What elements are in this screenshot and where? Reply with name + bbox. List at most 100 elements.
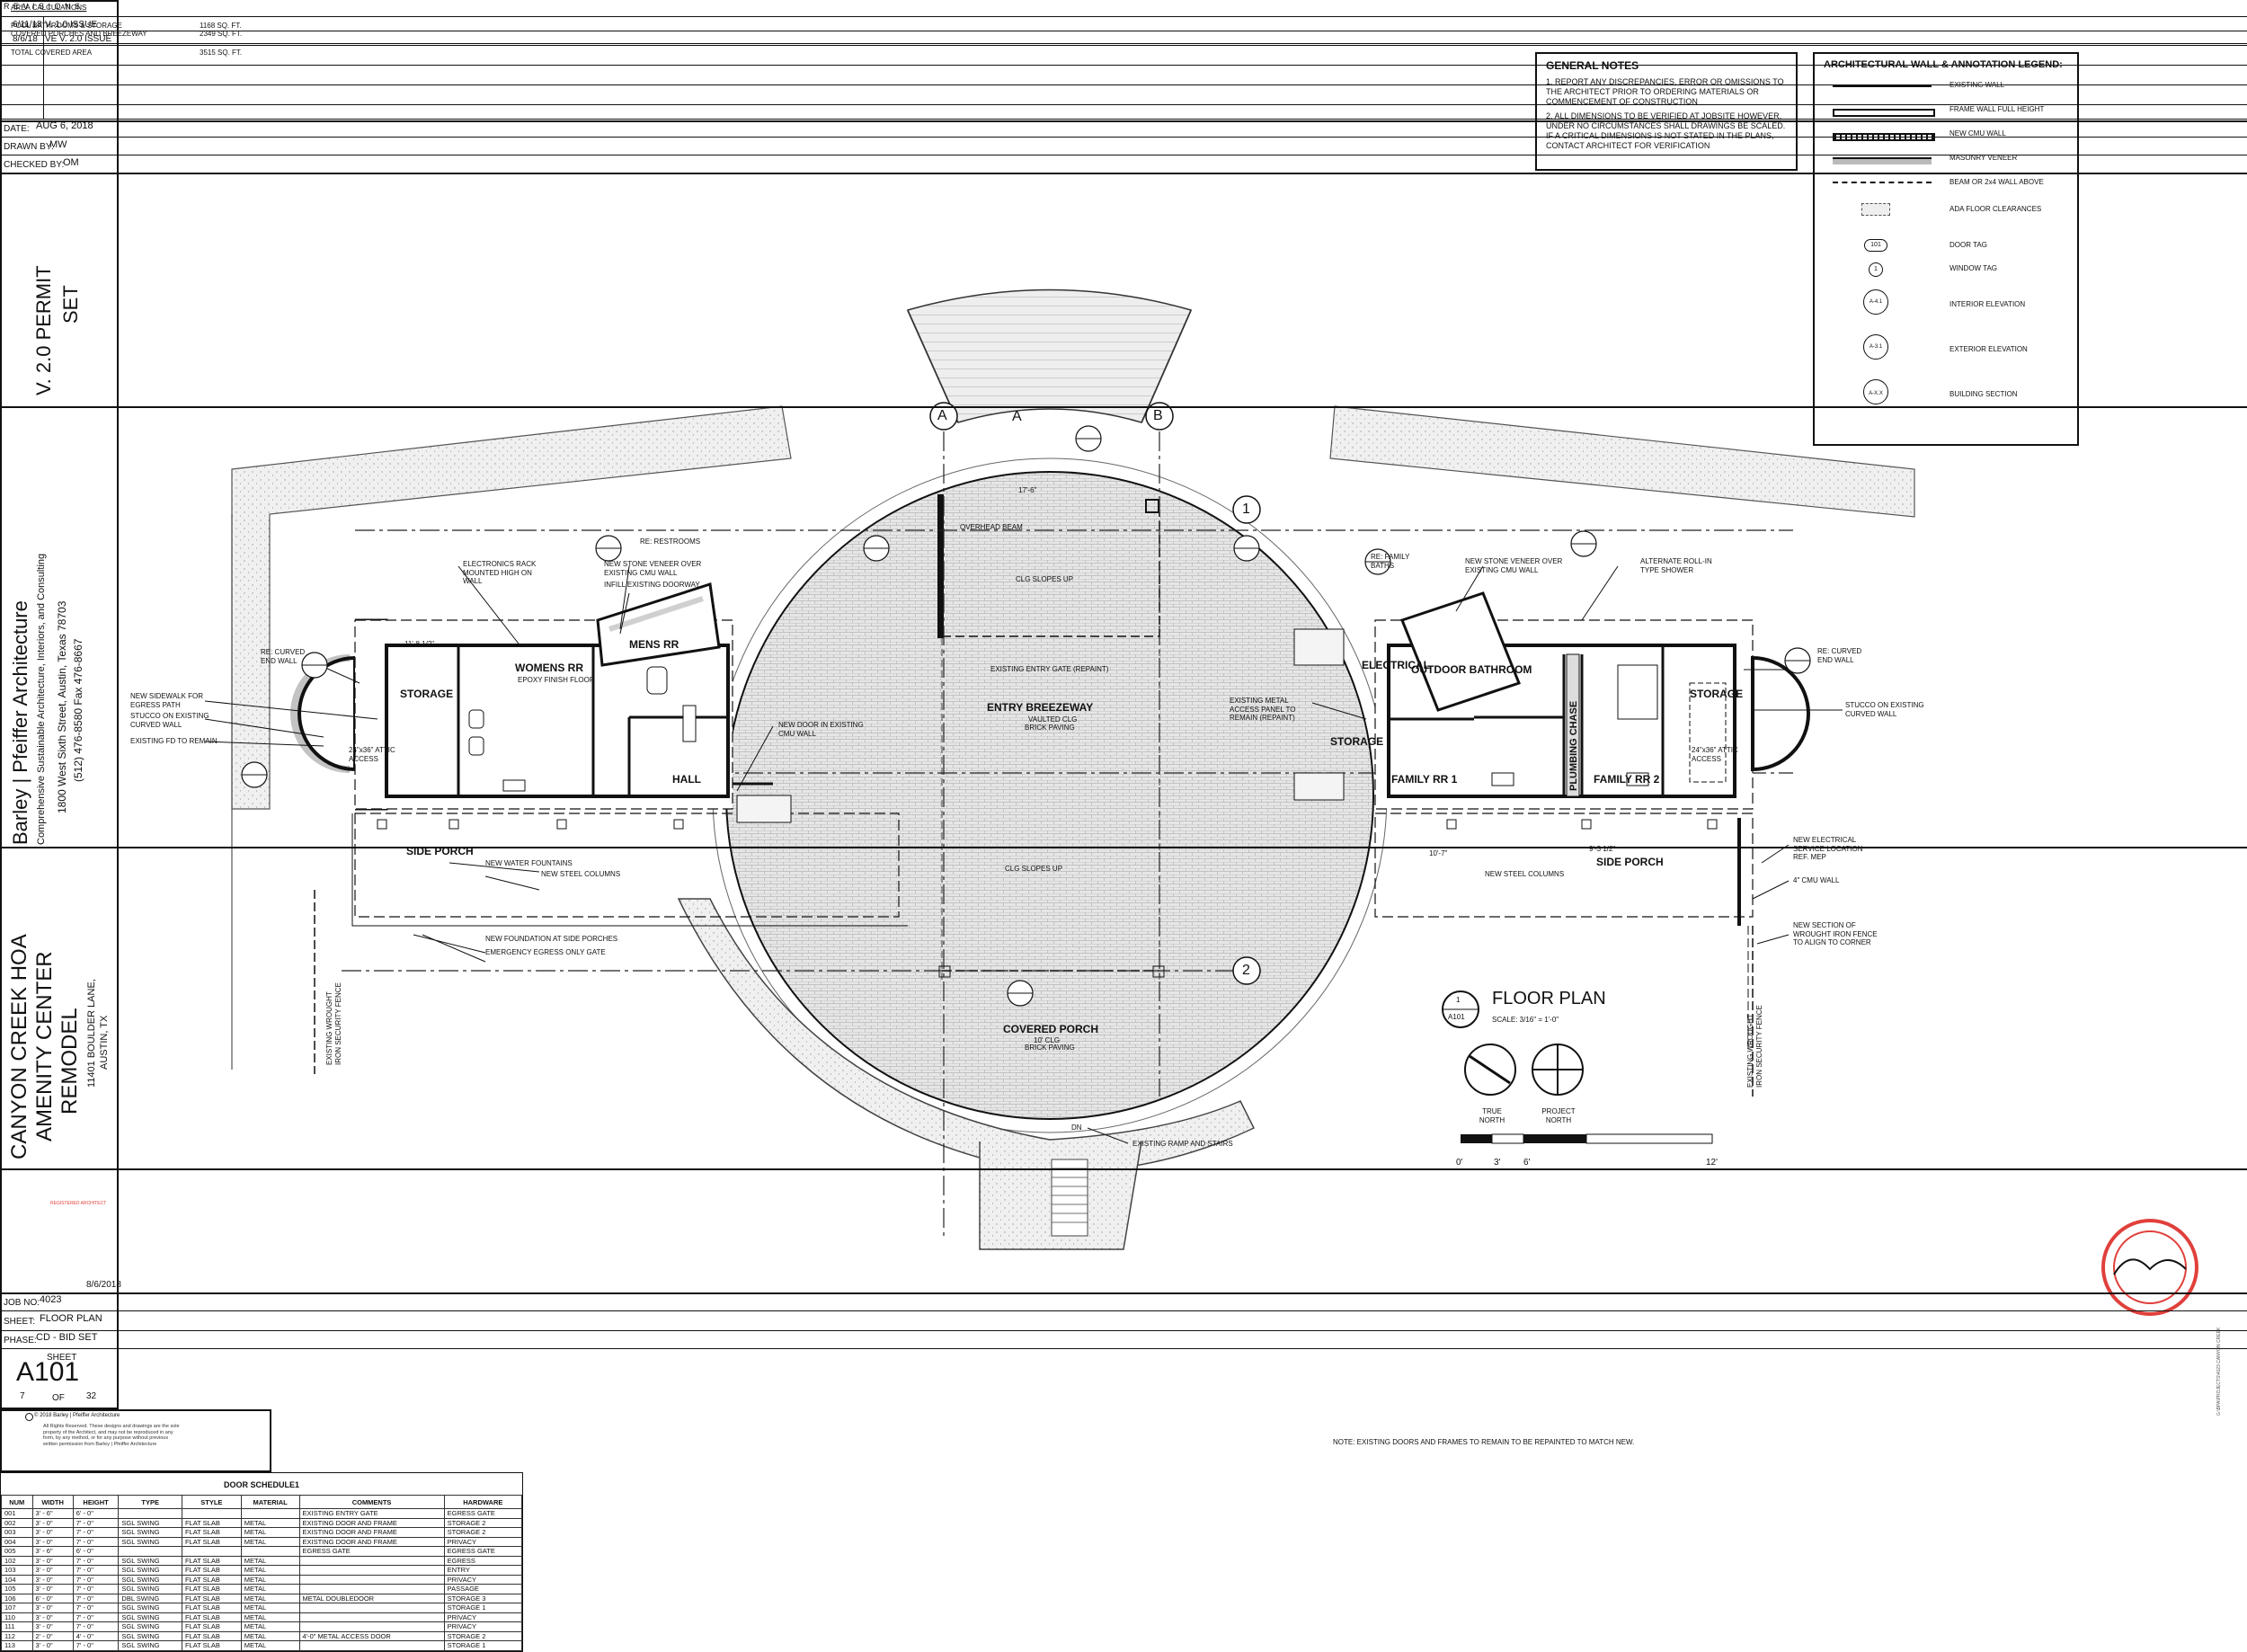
- table-cell: 004: [1, 1536, 33, 1547]
- issue-date: AUG 6, 2018: [36, 120, 93, 131]
- table-cell: FLAT SLAB: [181, 1640, 242, 1651]
- table-cell: METAL: [240, 1565, 300, 1576]
- floor-plan-scale: SCALE: 3/16" = 1'-0": [1492, 1016, 1559, 1024]
- table-cell: METAL: [240, 1593, 300, 1603]
- general-notes-title: GENERAL NOTES: [1546, 59, 1639, 72]
- leader-lines: [204, 565, 1843, 1144]
- permit-set: V. 2.0 PERMIT: [32, 265, 55, 395]
- table-cell: DBL SWING: [118, 1593, 182, 1603]
- table-cell: STORAGE 1: [443, 1640, 523, 1651]
- copyright: © 2018 Barley | Pfeiffer Architecture: [34, 1413, 120, 1418]
- table-cell: 7' - 0": [72, 1574, 120, 1585]
- table-cell: FLAT SLAB: [181, 1536, 242, 1547]
- table-cell: FLAT SLAB: [181, 1630, 242, 1641]
- table-cell: PRIVACY: [443, 1621, 523, 1632]
- table-cell: 3' - 0": [31, 1517, 74, 1528]
- copyright-body: All Rights Reserved. These designs and d…: [43, 1424, 180, 1447]
- table-cell: METAL: [240, 1536, 300, 1547]
- table-cell: 4'-0" METAL ACCESS DOOR: [298, 1630, 445, 1641]
- table-cell: [240, 1546, 300, 1557]
- table-cell: 3' - 6": [31, 1546, 74, 1557]
- table-cell: [298, 1603, 445, 1613]
- floor-plan-drawing: [204, 289, 2198, 1316]
- table-cell: [298, 1621, 445, 1632]
- table-cell: 3' - 0": [31, 1603, 74, 1613]
- legend-panel: ARCHITECTURAL WALL & ANNOTATION LEGEND: …: [1813, 52, 2079, 446]
- table-cell: ENTRY: [443, 1565, 523, 1576]
- table-cell: 3' - 0": [31, 1565, 74, 1576]
- table-cell: 7' - 0": [72, 1527, 120, 1538]
- table-cell: 107: [1, 1603, 33, 1613]
- table-cell: 3' - 0": [31, 1574, 74, 1585]
- room-storage-mid: STORAGE: [1330, 735, 1384, 748]
- table-cell: FLAT SLAB: [181, 1517, 242, 1528]
- table-cell: METAL: [240, 1612, 300, 1622]
- grid-label-a: A: [1012, 409, 1022, 424]
- room-hall: HALL: [672, 773, 701, 786]
- table-cell: METAL: [240, 1603, 300, 1613]
- table-cell: 3' - 0": [31, 1584, 74, 1594]
- table-cell: FLAT SLAB: [181, 1555, 242, 1566]
- table-cell: METAL: [240, 1574, 300, 1585]
- exterior-elevation-icon: A-3.1: [1863, 334, 1888, 360]
- room-womens-rr: WOMENS RR: [515, 662, 583, 674]
- general-notes-panel: GENERAL NOTES 1. REPORT ANY DISCREPANCIE…: [1535, 52, 1798, 171]
- table-cell: EXISTING ENTRY GATE: [298, 1508, 445, 1519]
- table-cell: SGL SWING: [118, 1536, 182, 1547]
- table-cell: 7' - 0": [72, 1603, 120, 1613]
- table-cell: METAL: [240, 1555, 300, 1566]
- table-cell: EGRESS: [443, 1555, 523, 1566]
- table-cell: 7' - 0": [72, 1584, 120, 1594]
- area-calculations: AREA CALCULATIONS POOL BATHROOMS & STORA…: [0, 4, 2247, 1472]
- grid-label-a-bubble: A: [937, 408, 947, 423]
- table-cell: 2' - 0": [31, 1630, 74, 1641]
- table-cell: FLAT SLAB: [181, 1574, 242, 1585]
- table-cell: STORAGE 2: [443, 1630, 523, 1641]
- table-cell: METAL: [240, 1640, 300, 1651]
- table-cell: EGRESS GATE: [443, 1508, 523, 1519]
- room-covered-porch: COVERED PORCH: [1003, 1023, 1099, 1035]
- table-cell: 104: [1, 1574, 33, 1585]
- table-cell: 7' - 0": [72, 1565, 120, 1576]
- table-cell: PRIVACY: [443, 1574, 523, 1585]
- sheet-number: A101: [16, 1357, 80, 1387]
- title-block: R E V I S I O N S 6/11/18 V. 1.0 ISSUE 8…: [0, 0, 2247, 1409]
- room-side-porch-right: SIDE PORCH: [1596, 856, 1664, 868]
- table-cell: METAL: [240, 1621, 300, 1632]
- table-cell: [298, 1612, 445, 1622]
- table-cell: METAL: [240, 1527, 300, 1538]
- table-cell: 3' - 0": [31, 1555, 74, 1566]
- table-cell: METAL: [240, 1517, 300, 1528]
- legend-row: FRAME WALL FULL HEIGHT: [1833, 103, 2075, 121]
- table-cell: SGL SWING: [118, 1527, 182, 1538]
- table-cell: [181, 1508, 242, 1519]
- seal-label: REGISTERED ARCHITECT: [50, 1201, 107, 1206]
- table-cell: 3' - 0": [31, 1640, 74, 1651]
- table-cell: [118, 1508, 182, 1519]
- table-cell: 005: [1, 1546, 33, 1557]
- table-cell: 6' - 0": [72, 1508, 120, 1519]
- plumbing-chase: PLUMBING CHASE: [1568, 700, 1579, 791]
- table-cell: 6' - 0": [31, 1593, 74, 1603]
- table-cell: SGL SWING: [118, 1565, 182, 1576]
- floor-plan-title: FLOOR PLAN: [1492, 989, 1606, 1008]
- room-entry-breezeway: ENTRY BREEZEWAY: [987, 701, 1094, 714]
- room-storage-right: STORAGE: [1690, 688, 1744, 700]
- table-cell: 3' - 6": [31, 1508, 74, 1519]
- room-storage-left: STORAGE: [400, 688, 454, 700]
- project-name: CANYON CREEK HOA: [7, 934, 31, 1159]
- room-family-rr-2: FAMILY RR 2: [1594, 773, 1660, 786]
- table-cell: FLAT SLAB: [181, 1565, 242, 1576]
